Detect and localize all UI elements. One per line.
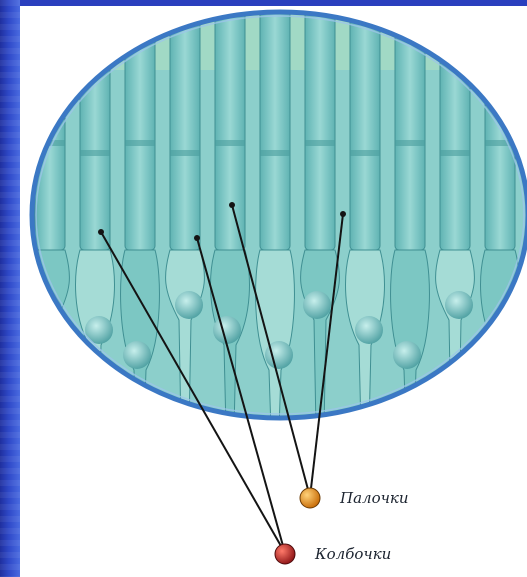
cell-outer-segment bbox=[170, 0, 200, 250]
cell-junction bbox=[215, 140, 245, 146]
cell-junction bbox=[170, 150, 200, 156]
cell-junction bbox=[395, 140, 425, 146]
cell-body bbox=[31, 250, 70, 430]
cell-nucleus bbox=[123, 341, 151, 369]
cell-outer-segment bbox=[350, 0, 380, 250]
cell-junction bbox=[80, 150, 110, 156]
cones-label: Колбочки bbox=[315, 545, 391, 563]
cell-nucleus bbox=[175, 291, 203, 319]
orange-dot-icon bbox=[300, 488, 320, 508]
cell-junction bbox=[440, 150, 470, 156]
pointer-dot bbox=[340, 211, 346, 217]
cell-nucleus bbox=[355, 316, 383, 344]
cell-body bbox=[391, 250, 430, 430]
cell-junction bbox=[260, 150, 290, 156]
cell-nucleus bbox=[213, 316, 241, 344]
cell-junction bbox=[125, 140, 155, 146]
rods-label: Палочки bbox=[340, 489, 409, 507]
cell-junction bbox=[305, 140, 335, 146]
cell-outer-segment bbox=[440, 0, 470, 250]
pointer-dot bbox=[194, 235, 200, 241]
cell-outer-segment bbox=[260, 0, 290, 250]
cell-outer-segment bbox=[305, 0, 335, 250]
cell-outer-segment bbox=[80, 0, 110, 250]
cell-nucleus bbox=[303, 291, 331, 319]
cell-junction bbox=[350, 150, 380, 156]
pointer-dot bbox=[229, 202, 235, 208]
red-dot-icon bbox=[275, 544, 295, 564]
cell-nucleus bbox=[445, 291, 473, 319]
cell-nucleus bbox=[393, 341, 421, 369]
retina-tissue bbox=[20, 0, 527, 430]
cell-outer-segment bbox=[215, 0, 245, 250]
pointer-dot bbox=[98, 229, 104, 235]
cell-outer-segment bbox=[125, 0, 155, 250]
